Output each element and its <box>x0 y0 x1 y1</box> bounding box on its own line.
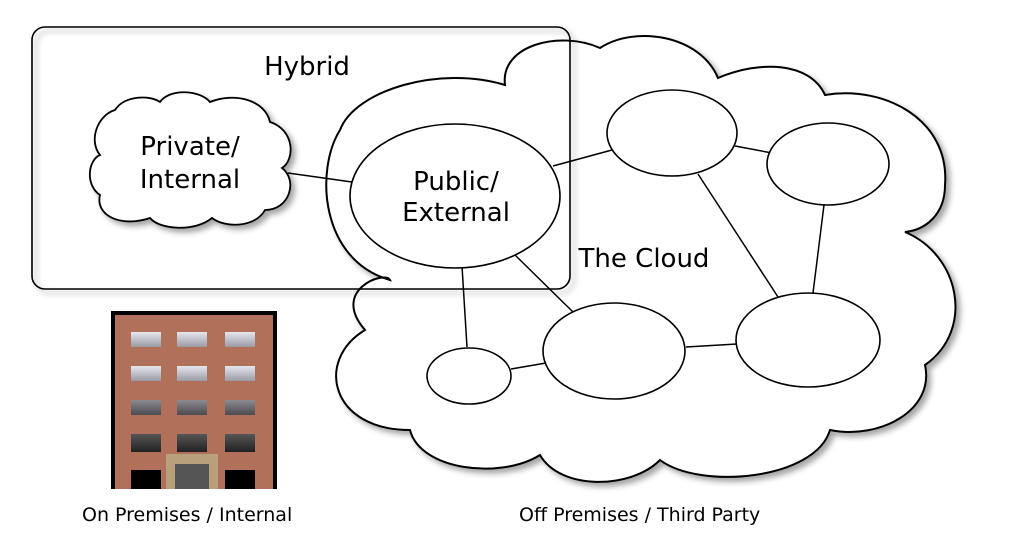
link-center-bottomright <box>685 343 738 348</box>
cloud-node-small <box>426 347 512 405</box>
link-private-public <box>287 172 353 183</box>
on-premises-caption: On Premises / Internal <box>82 504 293 526</box>
private-label-line2: Internal <box>140 165 240 195</box>
link-public-node-small <box>461 265 468 348</box>
cloud-node-top <box>606 89 738 177</box>
link-public-node-top <box>552 149 613 167</box>
cloud-node-center <box>542 302 686 400</box>
public-label-line1: Public/ <box>413 167 499 197</box>
hybrid-label: Hybrid <box>264 52 350 82</box>
hybrid-boundary <box>31 26 571 290</box>
connections <box>287 145 825 370</box>
public-label-line2: External <box>402 198 510 228</box>
link-public-node-center <box>514 254 574 313</box>
link-small-center <box>510 362 547 370</box>
off-premises-caption: Off Premises / Third Party <box>519 504 761 526</box>
cloud-node-top-right <box>766 122 890 206</box>
the-cloud-label: The Cloud <box>578 244 710 274</box>
link-topright-bottomright <box>812 204 825 294</box>
link-top-topright <box>734 145 773 154</box>
cloud-node-bottom-right <box>735 292 881 388</box>
private-cloud-shape <box>88 91 292 229</box>
link-top-bottomright <box>697 173 779 298</box>
public-external-node <box>349 123 561 269</box>
private-label-line1: Private/ <box>140 132 240 162</box>
office-building-icon <box>111 311 277 489</box>
